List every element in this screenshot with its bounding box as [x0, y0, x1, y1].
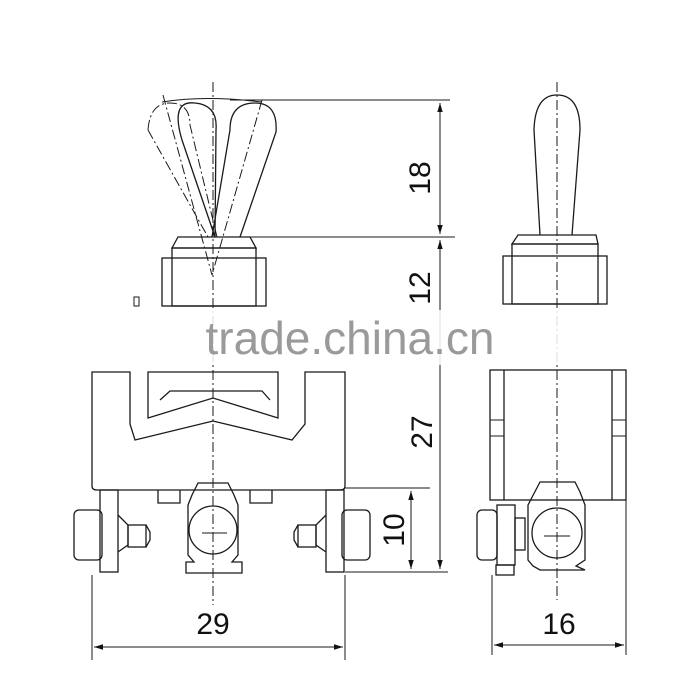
watermark-band [80, 310, 640, 365]
right-terminal [293, 489, 371, 573]
lever-outline [147, 94, 277, 276]
side-body [489, 369, 627, 501]
dim-bushing-height: 12 [404, 271, 437, 304]
dimension-lines [91, 99, 627, 660]
dim-side-width: 16 [542, 608, 575, 641]
dim-terminal-height: 10 [378, 513, 411, 546]
dim-lever-height: 18 [404, 161, 437, 194]
left-terminal [73, 489, 151, 573]
watermark-text: trade.china.cn [206, 312, 495, 364]
dim-body-height: 27 [406, 415, 439, 448]
front-view [73, 82, 371, 605]
side-terminal [476, 481, 586, 576]
side-bushing [502, 234, 608, 305]
center-terminal [157, 482, 273, 574]
dim-front-width: 29 [196, 608, 229, 641]
bushing [133, 236, 267, 307]
switch-body [91, 371, 346, 491]
side-lever [533, 94, 581, 236]
